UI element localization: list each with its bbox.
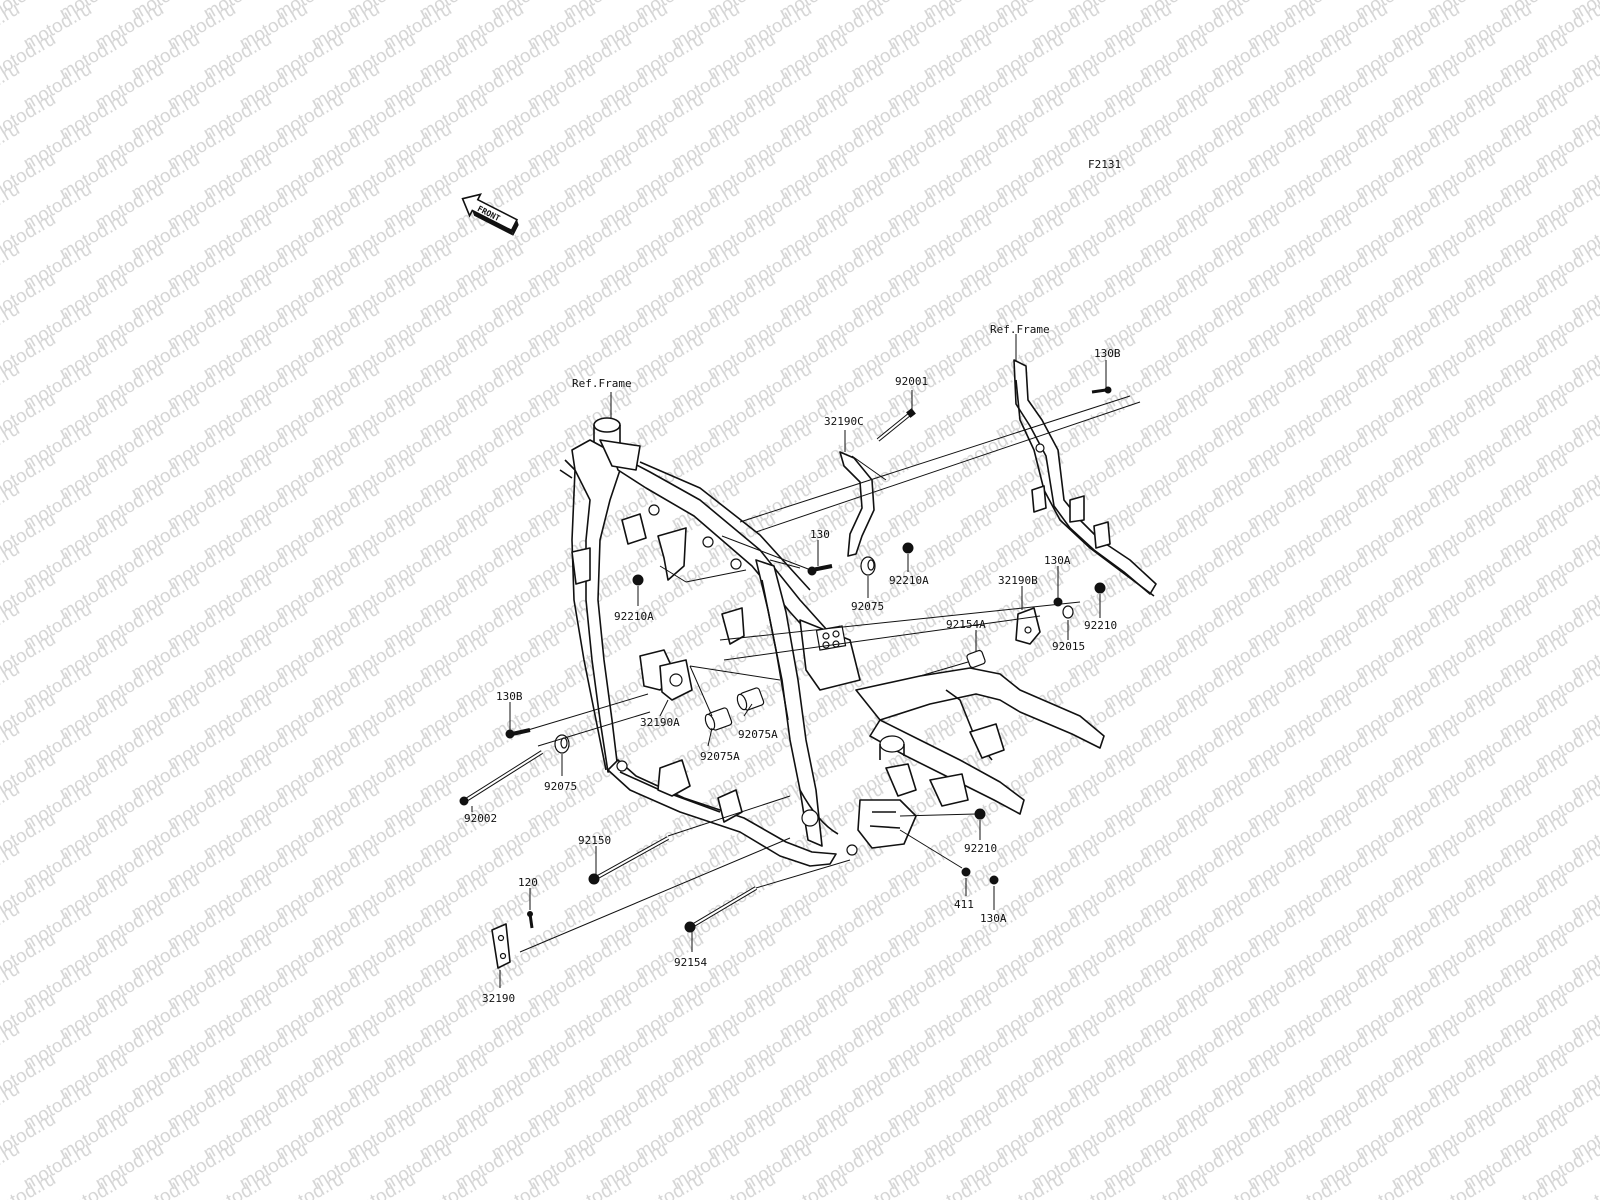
- part-label-92075-left: 92075: [544, 780, 577, 793]
- part-label-92210-bottom: 92210: [964, 842, 997, 855]
- bolt-130B-top: [1091, 386, 1112, 394]
- nut-92210-bottom: [974, 808, 986, 820]
- figure-code: F2131: [1088, 158, 1121, 171]
- ref-frame-right-label: Ref.Frame: [990, 323, 1050, 336]
- part-label-130A-top: 130A: [1044, 554, 1071, 567]
- part-label-32190C: 32190C: [824, 415, 864, 428]
- bracket-32190A: [659, 659, 693, 701]
- nut-92210A-left: [632, 574, 644, 586]
- nut-92210A-top: [902, 542, 914, 554]
- part-label-130B-left: 130B: [496, 690, 523, 703]
- part-label-32190: 32190: [482, 992, 515, 1005]
- part-label-32190A: 32190A: [640, 716, 680, 729]
- part-label-92015: 92015: [1052, 640, 1085, 653]
- bracket-32190: [491, 923, 511, 969]
- bolt-92001: [876, 408, 916, 442]
- part-label-411: 411: [954, 898, 974, 911]
- part-label-92154A: 92154A: [946, 618, 986, 631]
- washer-411: [961, 867, 971, 877]
- bolt-92154: [684, 886, 758, 933]
- part-label-92210A-top: 92210A: [889, 574, 929, 587]
- part-label-130B-top: 130B: [1094, 347, 1121, 360]
- part-label-92075A-left: 92075A: [700, 750, 740, 763]
- damper-92075A-left: [704, 707, 733, 731]
- damper-92154A: [966, 649, 986, 669]
- part-label-92002: 92002: [464, 812, 497, 825]
- bolt-130B-left: [505, 728, 531, 739]
- bolt-120: [527, 911, 534, 929]
- part-label-92075A-right: 92075A: [738, 728, 778, 741]
- part-label-120: 120: [518, 876, 538, 889]
- part-label-130A-bottom: 130A: [980, 912, 1007, 925]
- bolt-92002: [459, 750, 544, 806]
- part-label-32190B: 32190B: [998, 574, 1038, 587]
- part-label-92150: 92150: [578, 834, 611, 847]
- part-label-92210-right: 92210: [1084, 619, 1117, 632]
- part-label-130: 130: [810, 528, 830, 541]
- part-label-92001: 92001: [895, 375, 928, 388]
- nut-92210-right: [1094, 582, 1106, 594]
- ref-frame-left-label: Ref.Frame: [572, 377, 632, 390]
- spacer-92075-top: [860, 556, 876, 576]
- part-label-92154: 92154: [674, 956, 707, 969]
- rear-frame-section: [1013, 359, 1157, 597]
- bolt-130A-bottom: [989, 875, 999, 885]
- part-label-92075-top: 92075: [851, 600, 884, 613]
- front-arrow-icon: FRONT: [461, 193, 519, 236]
- bracket-32190B: [1015, 607, 1041, 645]
- part-label-92210A-left: 92210A: [614, 610, 654, 623]
- washer-92015: [1062, 605, 1074, 619]
